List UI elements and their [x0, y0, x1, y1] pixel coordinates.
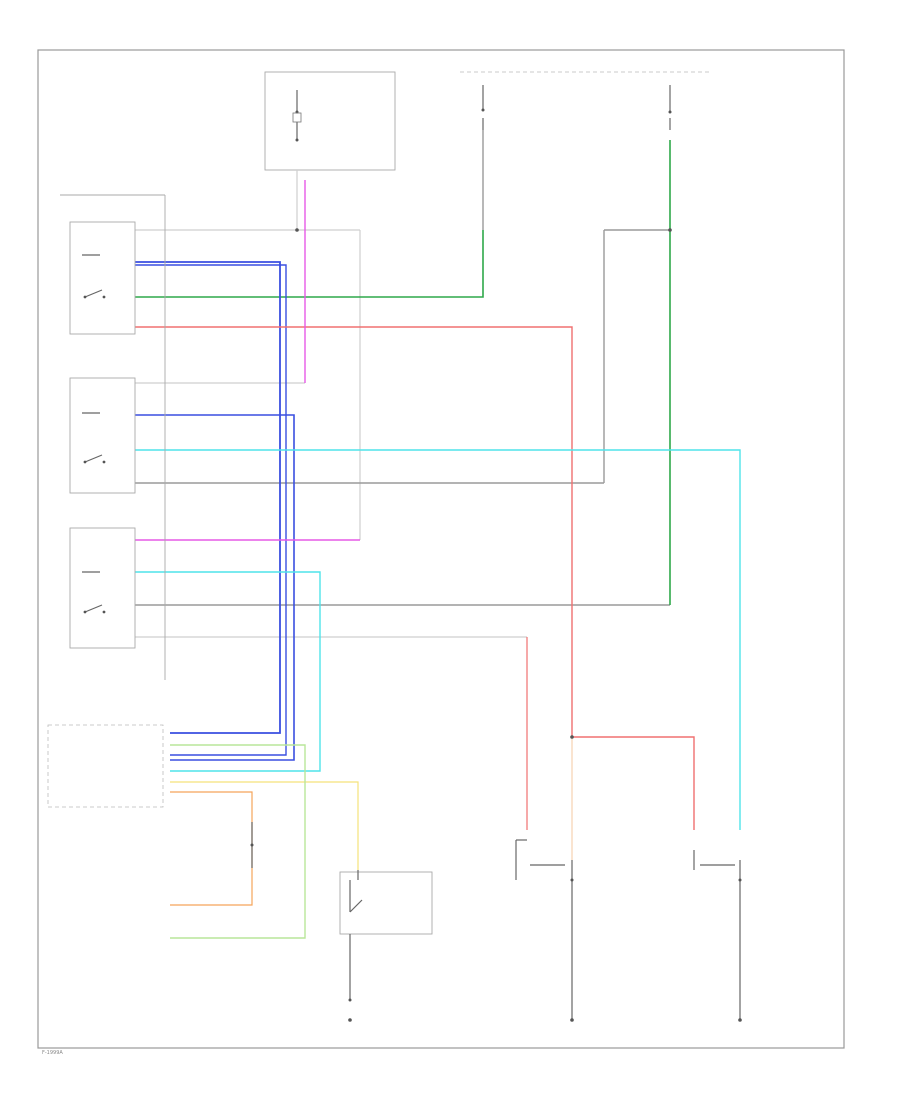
cyan-wires [135, 449, 741, 830]
hot-at-all-times-fuse-block [460, 71, 710, 130]
pressure-sensor [250, 822, 254, 868]
orange-wires [170, 737, 573, 1000]
pink-wires [135, 326, 695, 830]
gray-wires [135, 130, 670, 638]
blue-wires [135, 261, 295, 761]
switch-block-outline [60, 194, 166, 680]
ac-pressure-switch-1 [69, 221, 136, 335]
dual-pressure-switch [339, 870, 433, 1002]
pcm-connector-box [47, 724, 164, 808]
hot-in-run-fuse-block [264, 71, 396, 171]
diagram-frame [37, 49, 845, 1049]
ac-pressure-switch-2 [69, 377, 136, 494]
yellow-ltgreen-wires [170, 744, 359, 939]
left-relay [515, 839, 574, 1022]
ac-pressure-switch-3 [69, 527, 136, 649]
splice-points [295, 228, 672, 1022]
green-wire [135, 140, 671, 605]
magenta-wire [135, 180, 360, 541]
footer-code: F-1999A [42, 1050, 63, 1056]
right-relay [693, 850, 742, 1022]
